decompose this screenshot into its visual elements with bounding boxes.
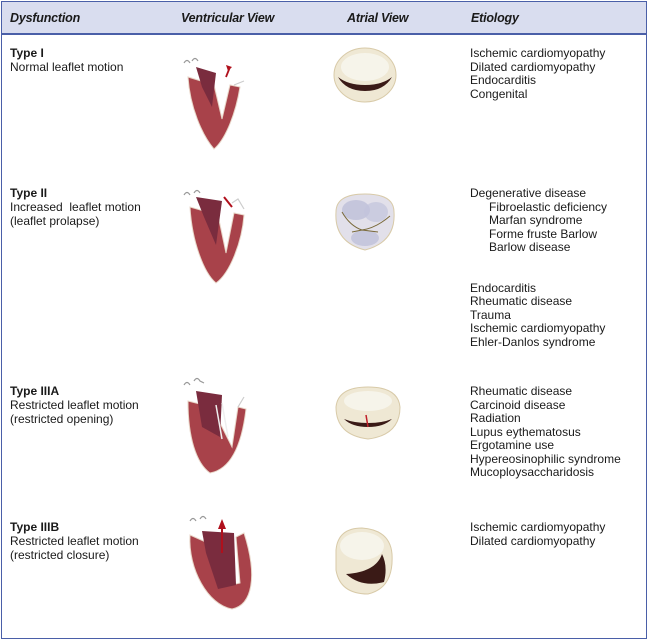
table-row: Type I Normal leaflet motion Ischemic ca…: [2, 46, 646, 177]
etiology-item: Rheumatic disease: [470, 384, 573, 398]
ventricular-view-illustration: [183, 189, 245, 284]
etiology-item: Trauma: [470, 307, 511, 322]
etiology-item: Congenital: [470, 86, 528, 101]
mitral-valve-icon: [335, 386, 401, 440]
header-atrial-view: Atrial View: [347, 11, 409, 25]
etiology-item: Carcinoid disease: [470, 397, 566, 412]
etiology-item: Ergotamine use: [470, 438, 555, 452]
etiology-item: Mucoploysaccharidosis: [470, 465, 595, 479]
dysfunction-type: Type IIIB: [10, 520, 60, 534]
etiology-item: Degenerative disease: [470, 186, 587, 200]
etiology-item: Hypereosinophilic syndrome: [470, 451, 621, 466]
heart-icon: [183, 377, 247, 474]
ventricular-view-illustration: [183, 57, 245, 150]
etiology-item: Endocarditis: [470, 73, 537, 87]
table-row: Type II Increased leaflet motion (leafle…: [2, 186, 646, 362]
dysfunction-description: Normal leaflet motion: [10, 60, 124, 74]
etiology-spacer: [470, 255, 607, 282]
heart-icon: [189, 515, 253, 610]
etiology-item: Dilated cardiomyopathy: [470, 59, 596, 74]
ventricular-view-illustration: [189, 515, 253, 610]
heart-icon: [183, 189, 245, 284]
etiology-item: Ischemic cardiomyopathy: [470, 46, 606, 60]
atrial-view-illustration: [333, 47, 397, 103]
etiology-subitem: Barlow disease: [489, 240, 571, 254]
etiology-item: Dilated cardiomyopathy: [470, 533, 596, 548]
dysfunction-type: Type II: [10, 186, 48, 200]
dysfunction-type: Type I: [10, 46, 44, 60]
etiology-item: Radiation: [470, 411, 521, 425]
dysfunction-description: Increased leaflet motion (leaflet prolap…: [10, 200, 141, 228]
etiology-item: Ischemic cardiomyopathy: [470, 321, 606, 335]
etiology-item: Ischemic cardiomyopathy: [470, 520, 606, 534]
etiology-subitem: Fibroelastic deficiency: [489, 199, 608, 214]
header-ventricular-view: Ventricular View: [181, 11, 275, 25]
dysfunction-description: Restricted leaflet motion (restricted op…: [10, 398, 139, 426]
table-row: Type IIIB Restricted leaflet motion (res…: [2, 515, 646, 639]
etiology-item: Endocarditis: [470, 280, 537, 295]
etiology-subitem: Forme fruste Barlow: [489, 226, 598, 241]
etiology-subitem: Marfan syndrome: [489, 213, 583, 227]
mitral-valve-icon: [333, 47, 397, 103]
header-etiology: Etiology: [471, 11, 519, 25]
etiology-item: Rheumatic disease: [470, 294, 573, 308]
dysfunction-description: Restricted leaflet motion (restricted cl…: [10, 534, 139, 562]
etiology-item: Ehler-Danlos syndrome: [470, 334, 596, 349]
dysfunction-type: Type IIIA: [10, 384, 60, 398]
atrial-view-illustration: [335, 527, 393, 595]
table-row: Type IIIA Restricted leaflet motion (res…: [2, 377, 646, 510]
atrial-view-illustration: [335, 193, 395, 251]
heart-icon: [183, 57, 245, 150]
mitral-valve-icon: [335, 193, 395, 251]
etiology-item: Lupus eythematosus: [470, 424, 581, 439]
ventricular-view-illustration: [183, 377, 247, 474]
mitral-valve-icon: [335, 527, 393, 595]
header-dysfunction: Dysfunction: [10, 11, 81, 25]
table-header: Dysfunction Ventricular View Atrial View…: [2, 2, 646, 35]
atrial-view-illustration: [335, 386, 401, 440]
